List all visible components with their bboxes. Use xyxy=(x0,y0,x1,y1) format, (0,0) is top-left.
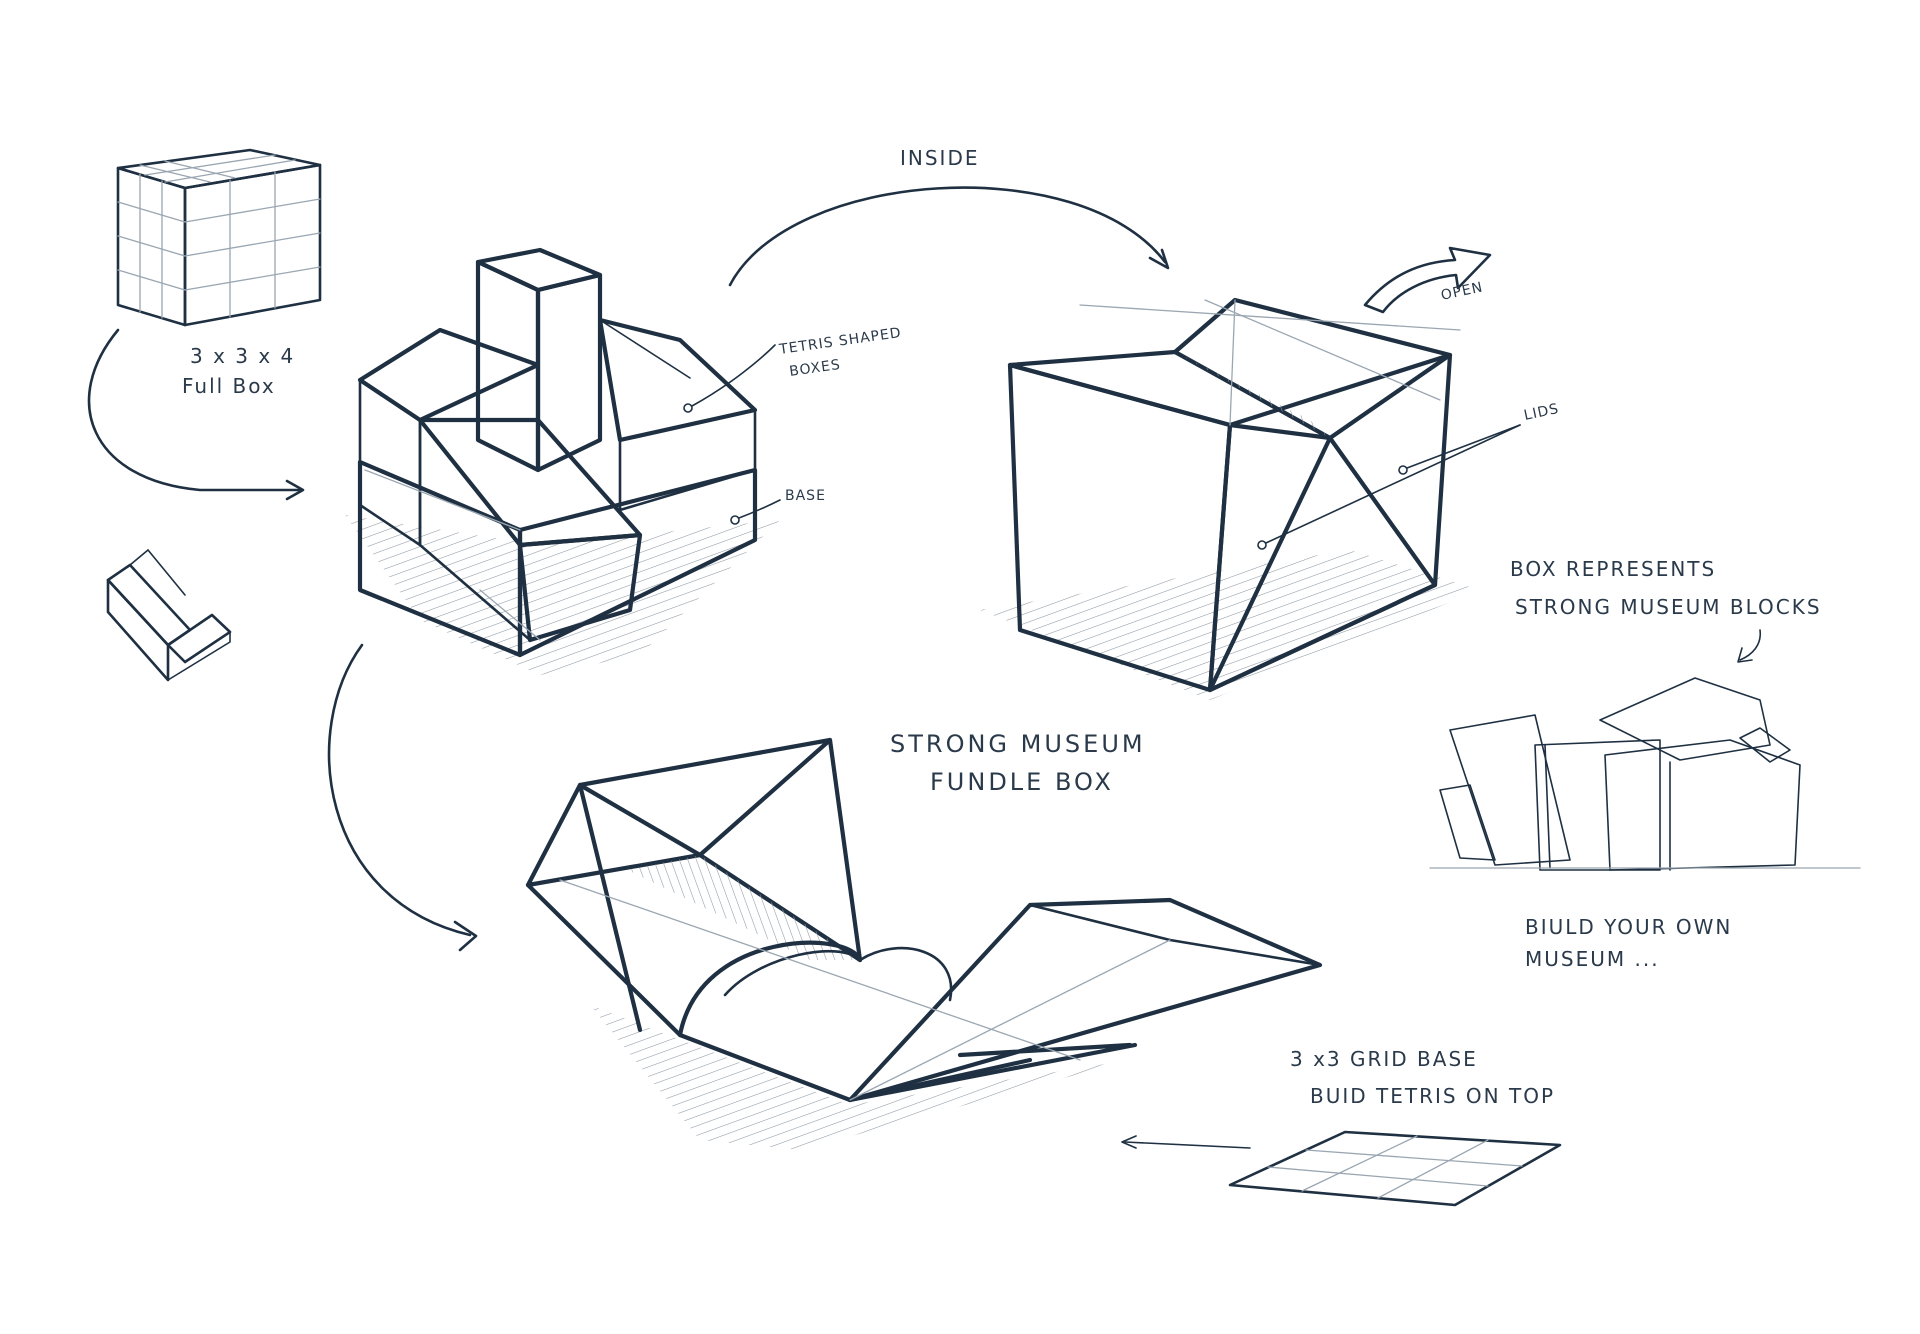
arrow-full-to-tetris xyxy=(87,328,305,501)
full-box-dims-label: 3 x 3 x 4 xyxy=(190,344,295,368)
grid-base-3x3 xyxy=(1228,1130,1562,1207)
build-label-line2: MUSEUM ... xyxy=(1525,947,1660,971)
title-line2: FUNDLE BOX xyxy=(930,768,1114,796)
tetris-label-line1: TETRIS SHAPED xyxy=(777,325,902,358)
tetris-label-line2: BOXES xyxy=(788,357,842,380)
represents-label-line1: BOX REPRESENTS xyxy=(1510,557,1716,581)
callout-tetris xyxy=(683,344,776,413)
opened-fundle-box xyxy=(525,737,1323,1150)
open-label: OPEN xyxy=(1440,279,1485,304)
lids-label: LIDS xyxy=(1523,401,1561,424)
full-box-label: Full Box xyxy=(182,374,276,398)
represents-label-line2: STRONG MUSEUM BLOCKS xyxy=(1515,595,1822,619)
open-arrow-icon xyxy=(1363,246,1492,314)
tetris-block-assembly xyxy=(345,247,780,675)
grid-label-line2: BUID TETRIS ON TOP xyxy=(1310,1084,1555,1108)
base-label: BASE xyxy=(785,488,826,504)
callout-base xyxy=(730,499,781,525)
l-shaped-block xyxy=(106,549,232,682)
arrow-to-museum xyxy=(1737,629,1762,663)
callout-lids xyxy=(1257,424,1521,550)
museum-blocks-sketch xyxy=(1429,677,1861,871)
full-grid-cube xyxy=(116,148,322,327)
grid-label-line1: 3 x3 GRID BASE xyxy=(1290,1047,1478,1071)
arrow-inside xyxy=(728,186,1170,287)
arrow-grid-to-opened xyxy=(1121,1135,1251,1149)
closed-box-with-lids xyxy=(980,297,1480,700)
arrow-to-opened-box xyxy=(327,643,478,952)
build-label-line1: BIULD YOUR OWN xyxy=(1525,915,1732,939)
inside-label: INSIDE xyxy=(900,146,980,170)
title-line1: STRONG MUSEUM xyxy=(890,730,1146,758)
